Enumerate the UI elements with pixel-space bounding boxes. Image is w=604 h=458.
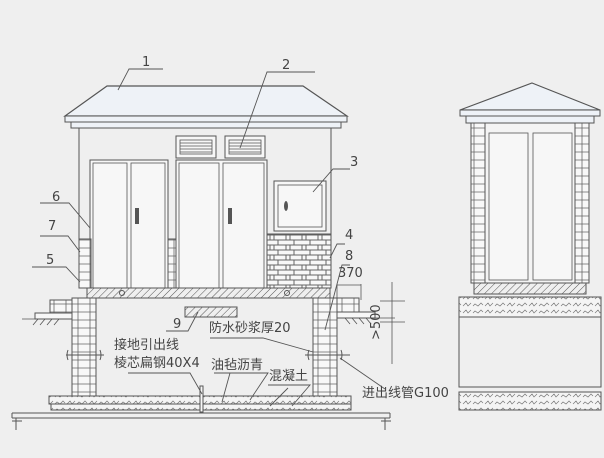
leader-lines: [32, 68, 386, 407]
callout-7: 7: [48, 219, 57, 234]
roof: [63, 85, 349, 117]
roof-eave: [64, 115, 348, 123]
side-slab: [473, 282, 587, 295]
brick-plinth-left: [78, 238, 92, 289]
annotation-waterproof-mortar: 防水砂浆厚20: [209, 321, 291, 336]
callout-8: 8: [345, 249, 354, 264]
side-concrete-upper: [458, 296, 602, 318]
floor-slab: [86, 287, 331, 299]
front-elevation: [11, 68, 405, 430]
callout-2: 2: [282, 58, 291, 73]
side-pit: [458, 316, 602, 388]
foundation-wall-left: [71, 297, 97, 399]
side-brick-right: [574, 122, 590, 284]
callout-1: 1: [142, 55, 151, 70]
annotation-flat-steel: 棱芯扁钢40X4: [114, 356, 200, 371]
item-9-block: [184, 306, 238, 318]
brick-plinth-mid: [167, 238, 177, 289]
callout-6: 6: [52, 190, 61, 205]
annotation-ground-lead: 接地引出线: [114, 338, 180, 353]
annotation-concrete: 混凝土: [269, 369, 309, 384]
dimension-370: [336, 284, 362, 300]
louver-vents: [175, 135, 266, 159]
door-left: [89, 159, 169, 289]
side-panel-right: [532, 132, 573, 281]
callout-9: 9: [173, 317, 182, 332]
side-roof: [459, 82, 601, 111]
callout-4: 4: [345, 228, 354, 243]
roof-fascia: [70, 121, 342, 129]
side-concrete-lower: [458, 391, 602, 411]
dimension-370-label: 370: [338, 266, 363, 281]
annotation-conduit: 进出线管G100: [362, 386, 449, 401]
dimension-500: [380, 282, 405, 364]
meter-window: [273, 180, 327, 232]
side-brick-left: [470, 122, 486, 284]
door-center: [175, 159, 268, 289]
dimension-500-label: >500: [369, 304, 384, 340]
callout-3: 3: [350, 155, 359, 170]
foundation-wall-right: [312, 297, 338, 399]
callout-5: 5: [46, 253, 55, 268]
side-elevation: [458, 82, 602, 411]
side-panel-left: [488, 132, 529, 281]
annotation-asphalt-felt: 油毡沥青: [211, 358, 264, 373]
brick-plinth-right: [266, 233, 332, 289]
